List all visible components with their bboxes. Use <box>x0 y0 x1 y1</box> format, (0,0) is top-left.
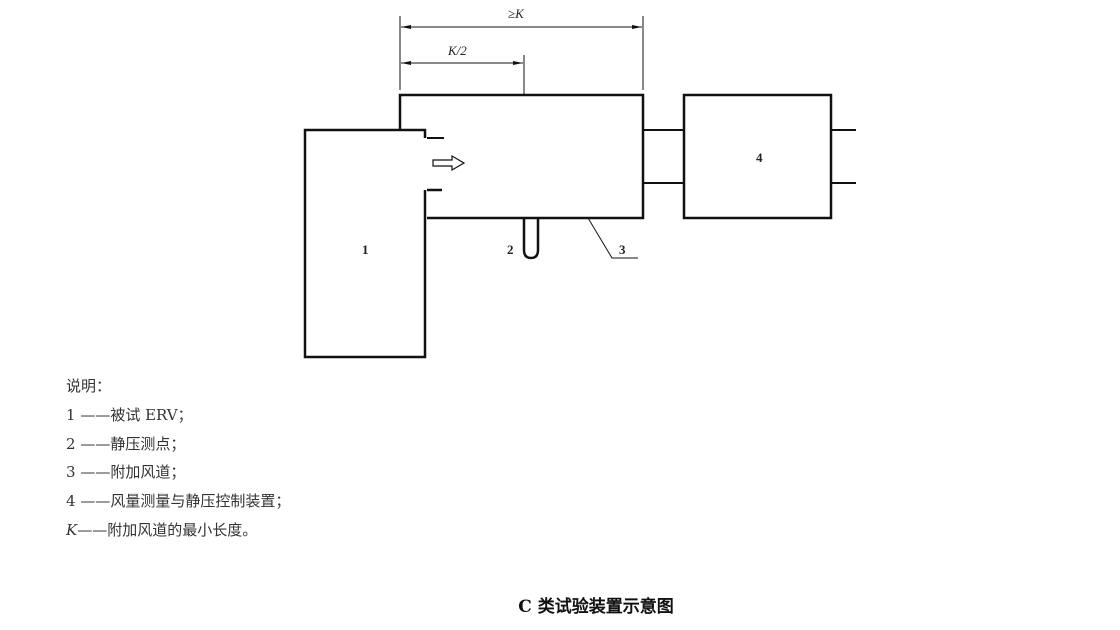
dim-label-k-half: K/2 <box>448 43 467 58</box>
additional-duct <box>398 93 645 220</box>
leader-line <box>587 217 638 259</box>
legend-key: 2 <box>66 434 76 453</box>
legend: 说明： 1 ——被试 ERV； 2 ——静压测点； 3 ——附加风道； 4 ——… <box>66 372 290 545</box>
legend-item: 4 ——风量测量与静压控制装置； <box>66 487 290 516</box>
dim-label-k: ≥K <box>508 6 524 21</box>
legend-sep: —— <box>80 405 111 424</box>
label-2: 2 <box>507 242 514 257</box>
legend-title: 说明： <box>66 377 112 395</box>
airflow-arrow-icon <box>432 154 466 172</box>
legend-item: 1 ——被试 ERV； <box>66 401 290 430</box>
legend-item: K——附加风道的最小长度。 <box>66 516 290 545</box>
label-4: 4 <box>756 150 763 165</box>
dimension-k-half <box>401 55 525 95</box>
legend-text: 被试 ERV； <box>110 405 193 424</box>
legend-key: 3 <box>66 463 76 482</box>
legend-key: 1 <box>66 405 76 424</box>
legend-sep: —— <box>80 492 111 511</box>
legend-text: 附加风道的最小长度。 <box>107 520 258 539</box>
static-pressure-u-tube <box>522 219 540 260</box>
duct-connector <box>643 129 856 184</box>
dimension-k <box>399 16 644 90</box>
measurement-device <box>682 93 833 220</box>
legend-sep: —— <box>80 434 111 453</box>
legend-text: 静压测点； <box>110 434 186 453</box>
legend-key: K <box>66 520 78 539</box>
legend-sep: —— <box>77 520 108 539</box>
legend-text: 风量测量与静压控制装置； <box>110 492 291 511</box>
figure-caption: C 类试验装置示意图 <box>518 597 674 617</box>
legend-key: 4 <box>66 492 76 511</box>
legend-item: 2 ——静压测点； <box>66 430 290 459</box>
legend-item: 3 ——附加风道； <box>66 458 290 487</box>
legend-sep: —— <box>80 463 111 482</box>
label-1: 1 <box>362 242 369 257</box>
erv-unit <box>303 128 427 359</box>
legend-text: 附加风道； <box>110 463 186 482</box>
label-3: 3 <box>619 242 626 257</box>
